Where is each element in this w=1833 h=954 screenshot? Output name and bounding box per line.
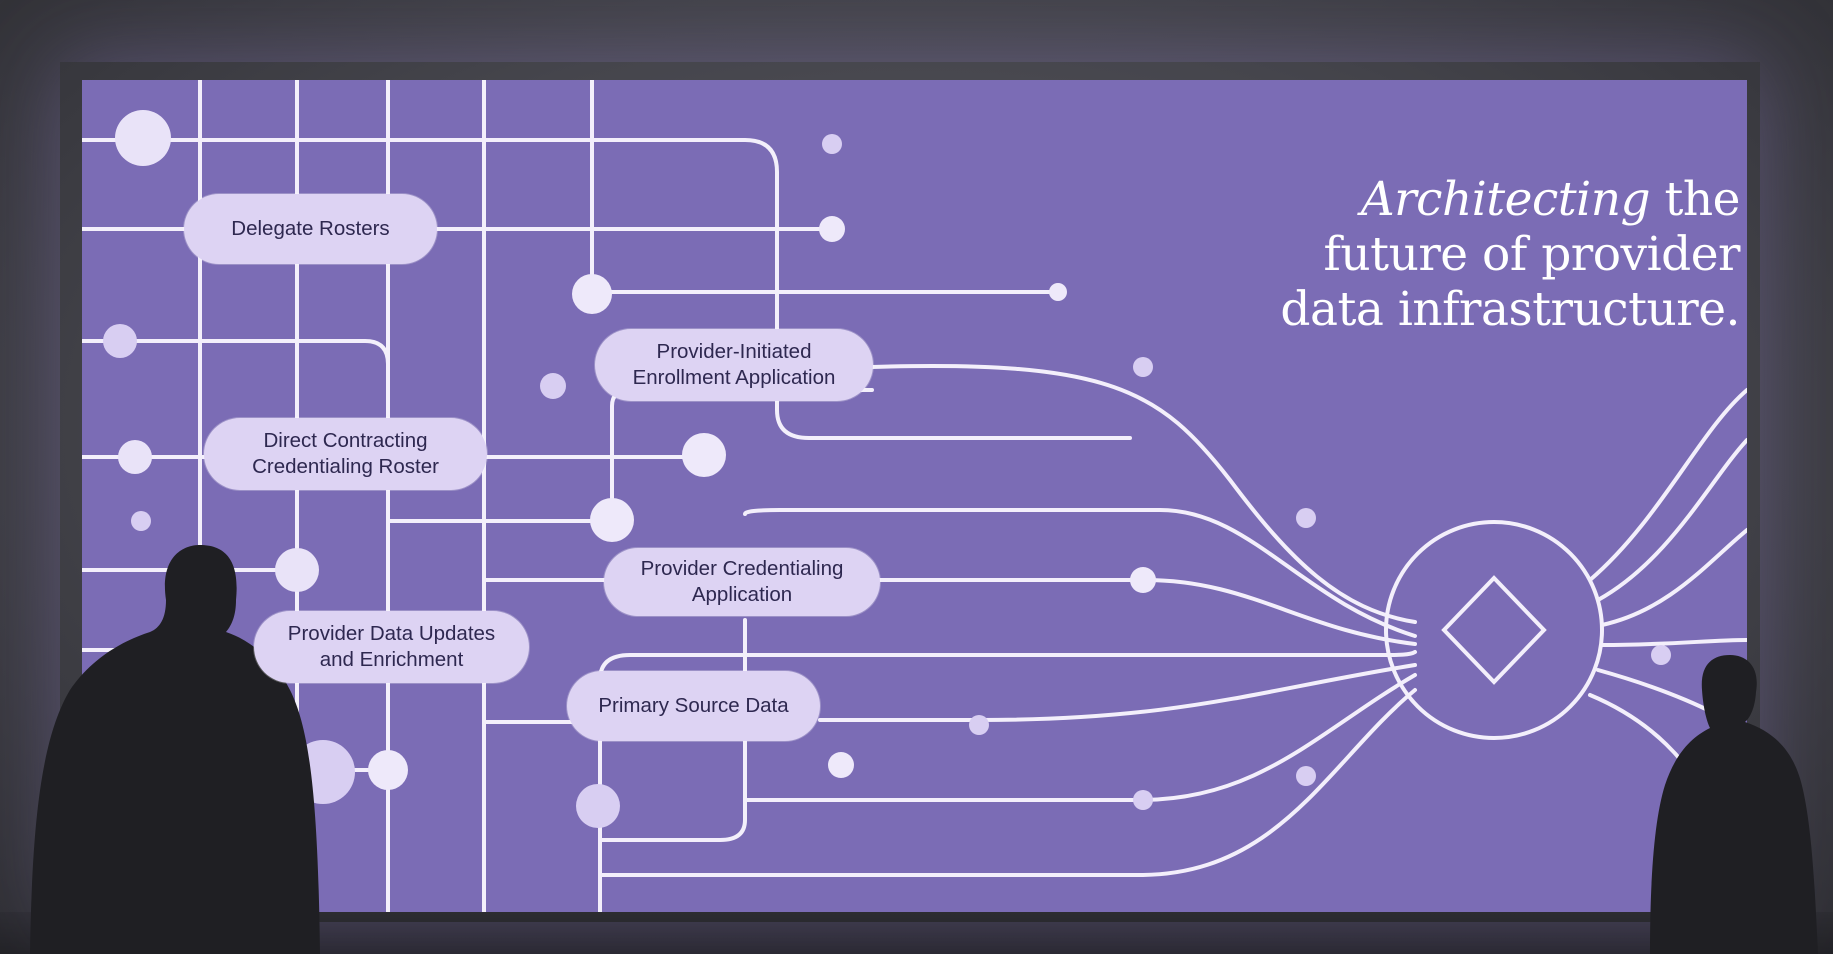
- delegate-rosters-label: Delegate Rosters: [231, 217, 390, 240]
- direct-contracting-line1: Direct Contracting: [263, 429, 428, 452]
- provider-credentialing-line1: Provider Credentialing: [640, 557, 844, 580]
- person-silhouette: [30, 545, 320, 954]
- diamond-icon: [1441, 575, 1547, 685]
- headline-line3: data infrastructure.: [1280, 282, 1740, 337]
- direct-contracting-line2: Credentialing Roster: [252, 455, 439, 478]
- pill-primary-source: Primary Source Data: [567, 671, 820, 741]
- pill-provider-initiated: Provider-Initiated Enrollment Applicatio…: [595, 329, 873, 401]
- provider-initiated-line1: Provider-Initiated: [656, 340, 812, 363]
- person-silhouette: [1650, 655, 1818, 954]
- headline-line2: future of provider: [1323, 227, 1741, 282]
- pill-provider-data-updates: Provider Data Updates and Enrichment: [254, 611, 529, 683]
- headline-italic: Architecting: [1360, 172, 1651, 227]
- provider-initiated-line2: Enrollment Application: [632, 366, 836, 389]
- primary-source-label: Primary Source Data: [598, 694, 789, 717]
- provider-data-updates-line1: Provider Data Updates: [287, 622, 496, 645]
- headline-line1-rest: the: [1650, 172, 1741, 227]
- provider-credentialing-line2: Application: [691, 583, 793, 606]
- headline: Architecting the future of provider data…: [1180, 172, 1740, 337]
- pill-delegate-rosters: Delegate Rosters: [184, 194, 437, 264]
- pill-direct-contracting: Direct Contracting Credentialing Roster: [204, 418, 487, 490]
- provider-data-updates-line2: and Enrichment: [319, 648, 464, 671]
- pill-provider-credentialing: Provider Credentialing Application: [604, 548, 880, 616]
- nodes: [103, 110, 1671, 828]
